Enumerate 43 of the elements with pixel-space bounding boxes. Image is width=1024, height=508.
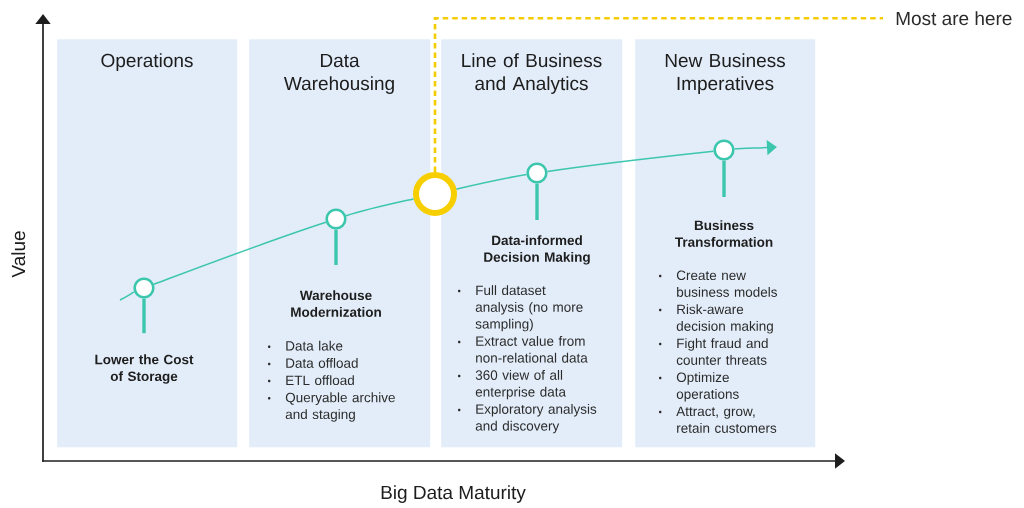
list-item: ETL offload: [286, 375, 354, 386]
column-panel: [249, 39, 431, 448]
curve-segment: [455, 173, 528, 190]
list-item: 360 view of all enterprise data: [475, 369, 566, 400]
annotation-text: Most are here: [896, 11, 1012, 26]
milestone-title: Data-informed Decision Making: [484, 235, 590, 265]
axis-label: Big Data Maturity: [381, 485, 526, 503]
curve-segment: [119, 290, 136, 301]
stem-line: [535, 183, 539, 220]
stem-line: [722, 160, 726, 197]
list-item: Exploratory analysis and discovery: [475, 403, 597, 434]
list-item: Full dataset analysis (no more sampling): [475, 285, 583, 332]
stem-line: [142, 298, 146, 334]
milestone-title: Lower the Cost of Storage: [95, 354, 194, 384]
axis-label: Value: [11, 231, 26, 278]
milestone-title: Warehouse Modernization: [291, 290, 381, 317]
panel-heading: Data Warehousing: [283, 53, 394, 94]
panel-heading: Operations: [101, 53, 193, 71]
list-item: Extract value from non-relational data: [476, 335, 588, 363]
curve-segment: [546, 150, 715, 173]
curve-segment: [153, 221, 327, 285]
stem-line: [334, 229, 338, 265]
list-item: Data lake: [286, 340, 343, 351]
list-item: Create new business models: [676, 270, 777, 297]
column-panel: [635, 39, 816, 448]
list-item: Queryable archive and staging: [285, 392, 395, 422]
milestone-circle: [713, 139, 735, 161]
panel-heading: Line of Business and Analytics: [462, 53, 602, 94]
list-item: Fight fraud and counter threats: [676, 338, 768, 365]
column-panel: [441, 39, 623, 448]
milestone-circle: [526, 162, 548, 184]
list-item: Data offload: [286, 357, 358, 368]
list-item: Risk-aware decision making: [676, 304, 773, 334]
milestone-circle: [133, 277, 155, 299]
column-panel: [57, 39, 238, 448]
milestone-circle: [325, 208, 347, 230]
list-item: Optimize operations: [676, 372, 739, 402]
leader-line: [433, 16, 883, 172]
milestone-title: Business Transformation: [675, 220, 773, 247]
curve-segment: [345, 198, 415, 217]
list-item: Attract, grow, retain customers: [676, 406, 777, 433]
panel-heading: New Business Imperatives: [665, 53, 785, 94]
highlight-ring: [413, 172, 457, 216]
